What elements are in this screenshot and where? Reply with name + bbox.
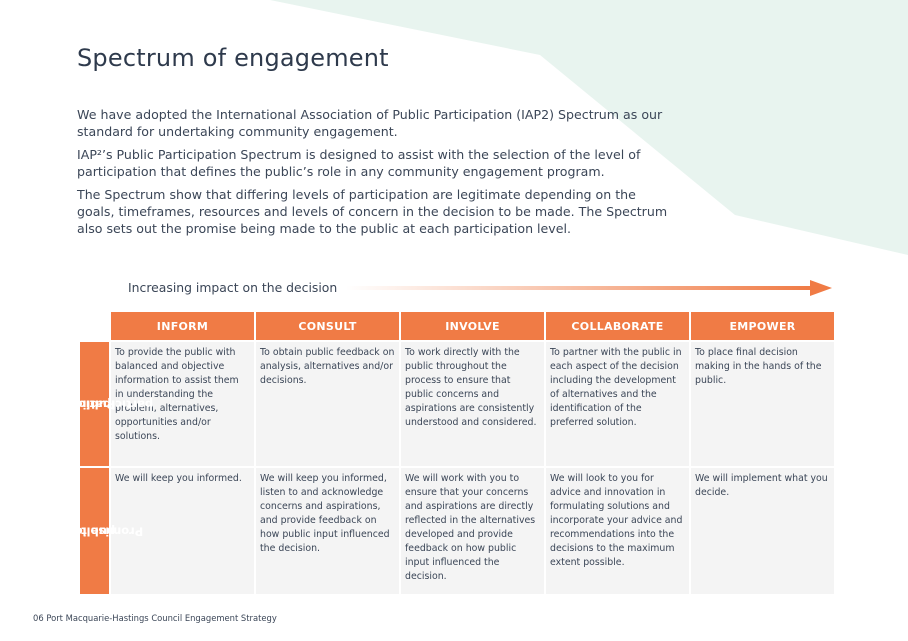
- page-title: Spectrum of engagement: [77, 44, 389, 72]
- page-number: 06: [33, 613, 44, 623]
- intro-paragraph: The Spectrum show that differing levels …: [77, 187, 668, 236]
- table-cell: We will keep you informed, listen to and…: [256, 468, 399, 594]
- spectrum-table: INFORM CONSULT INVOLVE COLLABORATE EMPOW…: [37, 310, 836, 596]
- table-cell: We will look to you for advice and innov…: [546, 468, 689, 594]
- table-cell: To work directly with the public through…: [401, 342, 544, 466]
- level-header-involve: INVOLVE: [401, 312, 544, 340]
- table-cell: To place final decision making in the ha…: [691, 342, 834, 466]
- table-cell: To provide the public with balanced and …: [111, 342, 254, 466]
- footer-doc-title: Port Macquarie-Hastings Council Engageme…: [46, 613, 277, 623]
- level-header-collaborate: COLLABORATE: [546, 312, 689, 340]
- intro-paragraph: IAP²’s Public Participation Spectrum is …: [77, 147, 641, 179]
- row-header-line: participation goal: [36, 397, 153, 412]
- intro-paragraph: We have adopted the International Associ…: [77, 107, 663, 139]
- intro-text: We have adopted the International Associ…: [77, 106, 677, 243]
- level-header-empower: EMPOWER: [691, 312, 834, 340]
- table-cell: We will keep you informed.: [111, 468, 254, 594]
- page-footer: 06 Port Macquarie-Hastings Council Engag…: [33, 613, 277, 623]
- table-corner: [80, 312, 109, 340]
- level-header-inform: INFORM: [111, 312, 254, 340]
- table-cell: We will work with you to ensure that you…: [401, 468, 544, 594]
- table-header-row: INFORM CONSULT INVOLVE COLLABORATE EMPOW…: [80, 312, 834, 340]
- impact-label: Increasing impact on the decision: [128, 280, 338, 295]
- table-cell: To partner with the public in each aspec…: [546, 342, 689, 466]
- table-cell: To obtain public feedback on analysis, a…: [256, 342, 399, 466]
- level-header-consult: CONSULT: [256, 312, 399, 340]
- impact-arrow-icon: [346, 280, 832, 296]
- row-header-line: public: [74, 524, 115, 539]
- table-cell: We will implement what you decide.: [691, 468, 834, 594]
